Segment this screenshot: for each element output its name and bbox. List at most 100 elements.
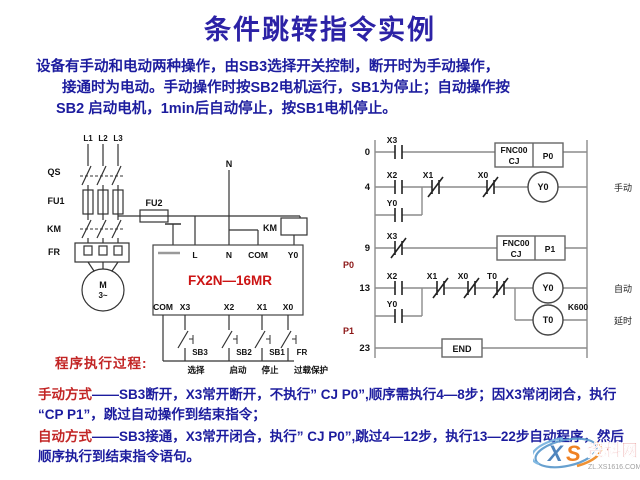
contact-x1-r13: X1 bbox=[427, 271, 438, 281]
contact-x2-r4: X2 bbox=[387, 170, 398, 180]
cj-r9: CJ bbox=[511, 249, 522, 259]
ground-symbol bbox=[165, 223, 181, 245]
qs-label: QS bbox=[47, 167, 60, 177]
pointer-p1: P1 bbox=[343, 326, 354, 336]
km-label: KM bbox=[47, 224, 61, 234]
plc-terminal-x3: X3 bbox=[180, 302, 191, 312]
intro-line-1: 设备有手动和电动两种操作，由SB3选择开关控制，断开时为手动操作， bbox=[36, 59, 500, 75]
input-wiring bbox=[162, 315, 297, 362]
contact-x3-r9: X3 bbox=[387, 231, 398, 241]
manual-mode-text: ——SB3断开，X3常开断开，不执行” CJ P0”,顺序需执行4—8步；因X3… bbox=[38, 387, 617, 422]
auto-mode-paragraph: 自动方式——SB3接通，X3常开闭合，执行” CJ P0”,跳过4—12步，执行… bbox=[38, 427, 624, 467]
step-13: 13 bbox=[359, 283, 370, 294]
step-4: 4 bbox=[365, 182, 371, 193]
operand-p0: P0 bbox=[543, 151, 554, 161]
contact-x3-r0: X3 bbox=[387, 136, 398, 145]
fu1-fuses bbox=[82, 185, 124, 220]
comment-auto: 自动 bbox=[614, 283, 632, 294]
manual-mode-label: 手动方式 bbox=[38, 387, 92, 402]
intro-line-3: SB2 启动电机，1min后自动停止，按SB1电机停止。 bbox=[56, 101, 397, 117]
contact-x2-r13: X2 bbox=[387, 271, 398, 281]
contact-x0-r4: X0 bbox=[478, 170, 489, 180]
fn-stop-label: 停止 bbox=[261, 365, 279, 375]
contact-t0-r13: T0 bbox=[487, 271, 497, 281]
ladder-labels: 0 4 9 13 23 P0 P1 X3 X2 X1 X0 Y0 X3 X2 X… bbox=[343, 136, 632, 354]
phase-l3-label: L3 bbox=[113, 134, 123, 143]
fu2-fuse bbox=[118, 209, 301, 223]
watermark-logo-icon bbox=[533, 436, 603, 469]
fr-relay bbox=[74, 242, 130, 272]
fu2-label: FU2 bbox=[145, 198, 162, 208]
sb1-label: SB1 bbox=[269, 348, 285, 357]
phase-l2-label: L2 bbox=[98, 134, 108, 143]
fnc00-r9: FNC00 bbox=[503, 238, 530, 248]
contact-y0-r4: Y0 bbox=[387, 198, 398, 208]
coil-y0-r13: Y0 bbox=[542, 283, 553, 293]
qs-switch bbox=[80, 165, 125, 186]
cj-r0: CJ bbox=[509, 156, 520, 166]
fn-overload-label: 过载保护 bbox=[294, 365, 329, 375]
motor-m-label: M bbox=[99, 280, 107, 290]
coils bbox=[527, 171, 564, 336]
auto-mode-text: ——SB3接通，X3常开闭合，执行” CJ P0”,跳过4—12步，执行13—2… bbox=[38, 429, 624, 464]
pointer-p0: P0 bbox=[343, 260, 354, 270]
site-watermark: X S 资料网 ZL.XS1616.COM bbox=[533, 436, 640, 471]
end-box bbox=[441, 338, 483, 358]
logo-letter-s: S bbox=[566, 441, 581, 466]
plc-terminal-y0: Y0 bbox=[288, 250, 299, 260]
watermark-site-url: ZL.XS1616.COM bbox=[588, 464, 640, 471]
km-contacts bbox=[80, 219, 125, 243]
ladder-contacts bbox=[390, 145, 509, 323]
instruction-boxes bbox=[441, 142, 566, 358]
km-coil bbox=[280, 217, 308, 245]
plc-model-label: FX2N—16MR bbox=[188, 273, 272, 288]
contact-x1-r4: X1 bbox=[423, 170, 434, 180]
operand-p1: P1 bbox=[545, 244, 556, 254]
motor-symbol bbox=[81, 268, 125, 312]
motor-3ph-label: 3~ bbox=[98, 291, 107, 300]
sb2-label: SB2 bbox=[236, 348, 252, 357]
n-label: N bbox=[226, 159, 233, 169]
fn-select-label: 选择 bbox=[187, 365, 205, 375]
plc-terminal-com-bot: COM bbox=[153, 302, 173, 312]
ladder-rails-and-rungs bbox=[374, 140, 588, 358]
watermark-site-name: 资料网 bbox=[587, 440, 638, 460]
circuit-labels: L1 L2 L3 QS FU1 FU2 KM FR M 3~ N KM L N … bbox=[47, 134, 328, 375]
fu1-label: FU1 bbox=[47, 196, 64, 206]
plc-terminal-com-top: COM bbox=[248, 250, 268, 260]
page-title: 条件跳转指令实例 bbox=[204, 15, 436, 46]
comment-delay: 延时 bbox=[614, 315, 632, 326]
intro-paragraph: 设备有手动和电动两种操作，由SB3选择开关控制，断开时为手动操作， 接通时为电动… bbox=[36, 57, 616, 120]
logo-letter-x: X bbox=[546, 441, 564, 466]
plc-terminal-x2: X2 bbox=[224, 302, 235, 312]
plc-terminal-x0: X0 bbox=[283, 302, 294, 312]
fn-start-label: 启动 bbox=[229, 365, 247, 375]
km-coil-label: KM bbox=[263, 223, 277, 233]
ladder-diagram: 0 4 9 13 23 P0 P1 X3 X2 X1 X0 Y0 X3 X2 X… bbox=[343, 136, 632, 358]
process-heading: 程序执行过程: bbox=[55, 356, 148, 371]
plc-terminal-l: L bbox=[192, 250, 197, 260]
phase-l1-label: L1 bbox=[83, 134, 93, 143]
fr-label: FR bbox=[48, 247, 60, 257]
power-circuit-diagram: L1 L2 L3 QS FU1 FU2 KM FR M 3~ N KM L N … bbox=[47, 134, 328, 375]
coil-t0-r13: T0 bbox=[543, 315, 554, 325]
auto-mode-label: 自动方式 bbox=[38, 429, 92, 444]
step-9: 9 bbox=[365, 243, 370, 254]
comment-manual: 手动 bbox=[614, 182, 632, 193]
step-23: 23 bbox=[359, 343, 370, 354]
contact-y0-r13: Y0 bbox=[387, 299, 398, 309]
manual-mode-paragraph: 手动方式——SB3断开，X3常开断开，不执行” CJ P0”,顺序需执行4—8步… bbox=[38, 385, 624, 425]
n-wire bbox=[194, 170, 259, 245]
contact-x0-r13: X0 bbox=[458, 271, 469, 281]
step-0: 0 bbox=[365, 147, 370, 158]
plc-terminal-x1: X1 bbox=[257, 302, 268, 312]
intro-line-2: 接通时为电动。手动操作时按SB2电机运行，SB1为停止；自动操作按 bbox=[62, 80, 510, 96]
end-label: END bbox=[452, 344, 472, 354]
plc-box bbox=[152, 244, 304, 316]
watermark-logo-text: X S bbox=[546, 441, 581, 466]
plc-terminal-n: N bbox=[226, 250, 232, 260]
fnc00-r0: FNC00 bbox=[501, 145, 528, 155]
fr-switch-label: FR bbox=[297, 348, 308, 357]
circuit-wires bbox=[74, 144, 308, 362]
sb3-label: SB3 bbox=[192, 348, 208, 357]
